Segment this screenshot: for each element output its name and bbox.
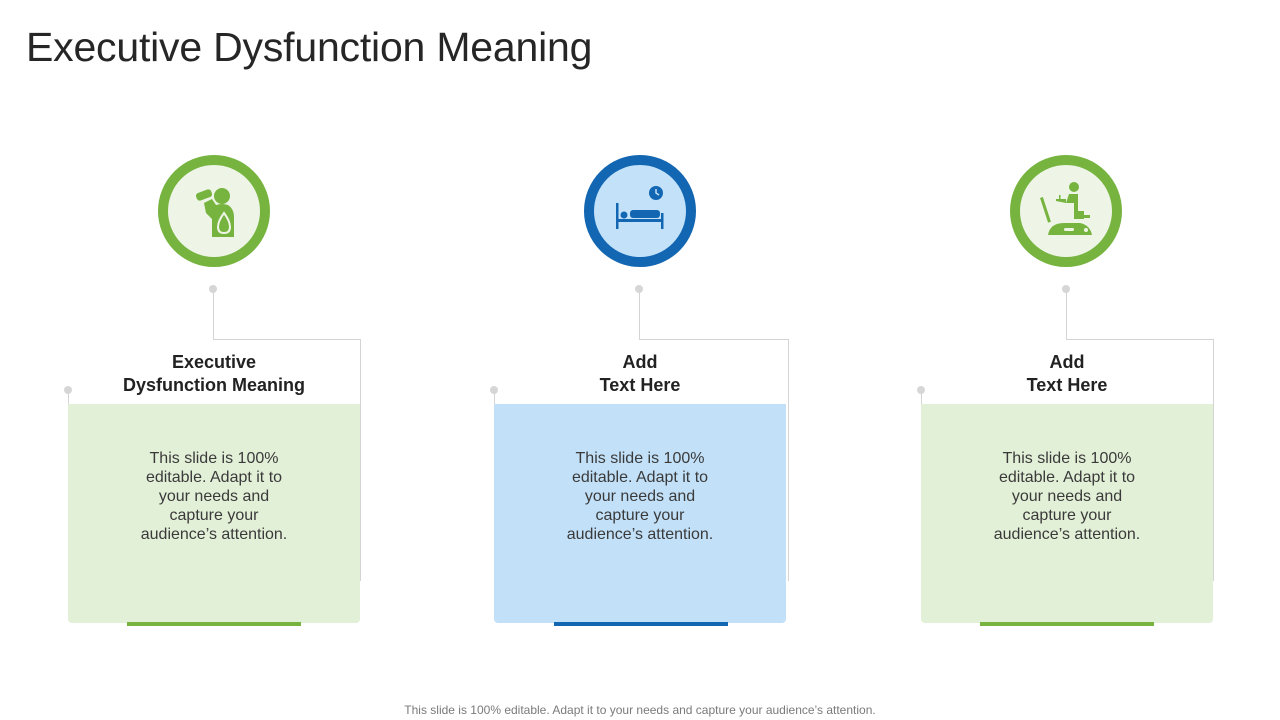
column-1: Executive Dysfunction Meaning This slide…	[64, 0, 368, 720]
column-heading: Executive Dysfunction Meaning	[122, 352, 305, 395]
slide-title: Executive Dysfunction Meaning	[26, 24, 593, 70]
frame-line-right	[360, 339, 361, 581]
connector-line-vertical	[213, 292, 214, 340]
connector-dot-top	[209, 285, 217, 293]
frame-line-left	[494, 392, 495, 404]
exercise-bike-icon	[1040, 182, 1092, 235]
content-card: This slide is 100% editable. Adapt it to…	[494, 404, 786, 623]
connector-dot-left	[64, 386, 72, 394]
person-drinking-water-icon	[195, 188, 234, 237]
connector-line-horizontal	[213, 339, 360, 340]
card-body-text: This slide is 100% editable. Adapt it to…	[993, 450, 1141, 543]
connector-dot-left	[490, 386, 498, 394]
connector-line-vertical	[1066, 292, 1067, 340]
card-accent-bar	[980, 622, 1154, 626]
connector-dot-top	[635, 285, 643, 293]
column-3: Add Text Here This slide is 100% editabl…	[917, 0, 1221, 720]
content-card: This slide is 100% editable. Adapt it to…	[68, 404, 360, 623]
slide-footer-note: This slide is 100% editable. Adapt it to…	[404, 703, 876, 717]
connector-dot-top	[1062, 285, 1070, 293]
icon-ring-3	[1010, 155, 1122, 267]
card-accent-bar	[127, 622, 301, 626]
card-body-text: This slide is 100% editable. Adapt it to…	[566, 450, 714, 543]
frame-line-left	[921, 392, 922, 404]
connector-line-horizontal	[1066, 339, 1213, 340]
column-heading: Add Text Here	[1026, 352, 1108, 395]
icon-ring-2	[584, 155, 696, 267]
column-heading: Add Text Here	[599, 352, 681, 395]
connector-line-horizontal	[639, 339, 788, 340]
frame-line-right	[1213, 339, 1214, 581]
connector-dot-left	[917, 386, 925, 394]
bed-sleep-clock-icon	[616, 186, 664, 229]
column-2: Add Text Here This slide is 100% editabl…	[490, 0, 794, 720]
icon-ring-1	[158, 155, 270, 267]
connector-line-vertical	[639, 292, 640, 340]
card-accent-bar	[554, 622, 728, 626]
frame-line-right	[788, 339, 789, 581]
card-body-text: This slide is 100% editable. Adapt it to…	[140, 450, 288, 543]
content-card: This slide is 100% editable. Adapt it to…	[921, 404, 1213, 623]
frame-line-left	[68, 392, 69, 404]
